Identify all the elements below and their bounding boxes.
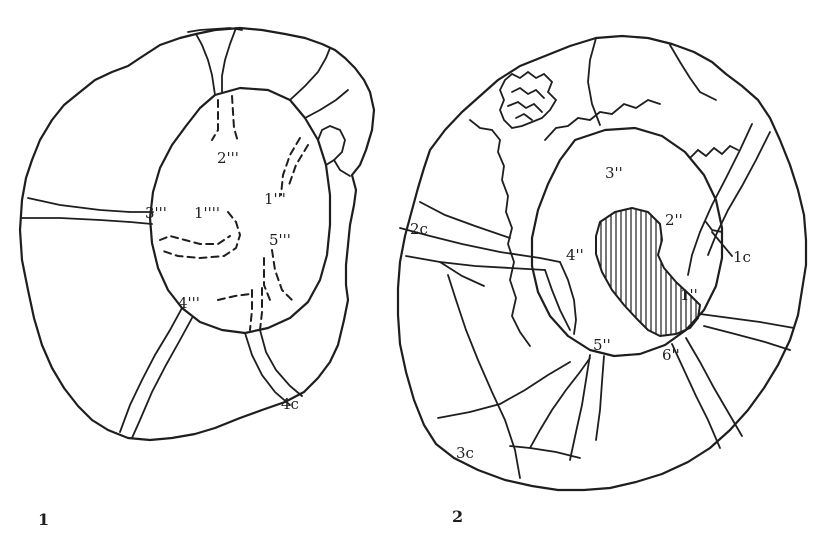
figure-2-ragged-boundary-left: [470, 120, 530, 346]
figure-2-rough-texture-detail: [508, 88, 544, 120]
figure-1-suture-top-right: [222, 28, 236, 92]
figure-2-suture-top-a: [588, 38, 600, 125]
figure-2-suture-3c-c: [510, 446, 580, 458]
figure-1-label-plate-1: 1''': [264, 190, 286, 208]
figure-2-hatched-region: [596, 208, 700, 336]
figure-1-dashed-right: [264, 250, 292, 300]
figure-1-suture-left-upper: [28, 198, 153, 212]
figure-2-label-plate-3: 3'': [605, 164, 623, 182]
figure-2-label-cingular-2: 2c: [410, 220, 428, 238]
figure-1-label-cingular-4: 4c: [281, 395, 299, 413]
figure-1-label-plate-3: 3''': [145, 204, 167, 222]
figure-2-rough-texture: [500, 72, 556, 128]
figure-2-suture-3c-d: [530, 358, 590, 448]
figure-1-suture-left-lower: [22, 218, 152, 224]
figure-1-dashed-upper-right: [281, 138, 308, 195]
figure-2-suture-right-a: [700, 314, 794, 328]
figure-1-outer-outline: [20, 28, 374, 440]
figure-1-suture-right-hook: [318, 126, 345, 165]
figure-2-label-plate-2: 2'': [665, 211, 683, 229]
figure-1-label-plate-4: 4''': [178, 294, 200, 312]
figure-2-label-cingular-1: 1c: [733, 248, 751, 266]
figure-1-number: 1: [38, 510, 49, 529]
figure-2-ragged-boundary-top: [545, 100, 660, 140]
figure-2-label-cingular-3: 3c: [456, 444, 474, 462]
figure-1-suture-right-hook-b: [334, 160, 350, 176]
figure-1-dashed-bottom: [218, 288, 262, 330]
figure-2-label-plate-5: 5'': [593, 336, 611, 354]
figure-2-suture-bottom-right-b: [686, 338, 742, 436]
figure-2-suture-bottom-b: [596, 356, 604, 440]
figure-1-dashed-top: [212, 96, 238, 142]
figure-2-suture-top-b: [670, 45, 716, 100]
figure-1-suture-bottom-right-b: [260, 330, 302, 396]
figure-2-suture-right-b: [704, 326, 790, 350]
figure-2-suture-2c-b: [406, 256, 545, 270]
figure-1-suture-upper-right-b: [305, 90, 348, 118]
figure-1-suture-bottom-left-b: [132, 318, 192, 438]
figure-2-label-plate-4: 4'': [566, 246, 584, 264]
figure-2-ragged-boundary-right: [690, 146, 738, 158]
figure-1-label-plate-2: 2''': [217, 149, 239, 167]
figure-2-suture-2c-c: [440, 262, 570, 330]
figure-2-label-plate-6: 6'': [662, 346, 680, 364]
figure-1-suture-upper-right-a: [290, 48, 330, 100]
figure-2-label-plate-1: 1'': [680, 286, 698, 304]
figure-2-suture-2c-d: [420, 202, 510, 238]
figure-1-suture-bottom-left-a: [120, 308, 182, 432]
figure-2-number: 2: [452, 507, 463, 526]
figure-2: 3'' 2'' 1c 2c 4'' 1'' 5'' 6'' 3c 2: [398, 36, 806, 526]
figure-1: 2''' 1''' 3''' 1'''' 5''' 4''' 4c 1: [20, 28, 374, 529]
figure-2-suture-3c-a: [438, 362, 570, 418]
figure-1-suture-top-left: [196, 34, 215, 95]
figure-2-suture-4-tongue: [560, 262, 576, 334]
figure-1-central-plate: [150, 88, 330, 333]
figure-1-label-plate-1-center: 1'''': [194, 204, 220, 222]
figure-1-label-plate-5: 5''': [269, 231, 291, 249]
